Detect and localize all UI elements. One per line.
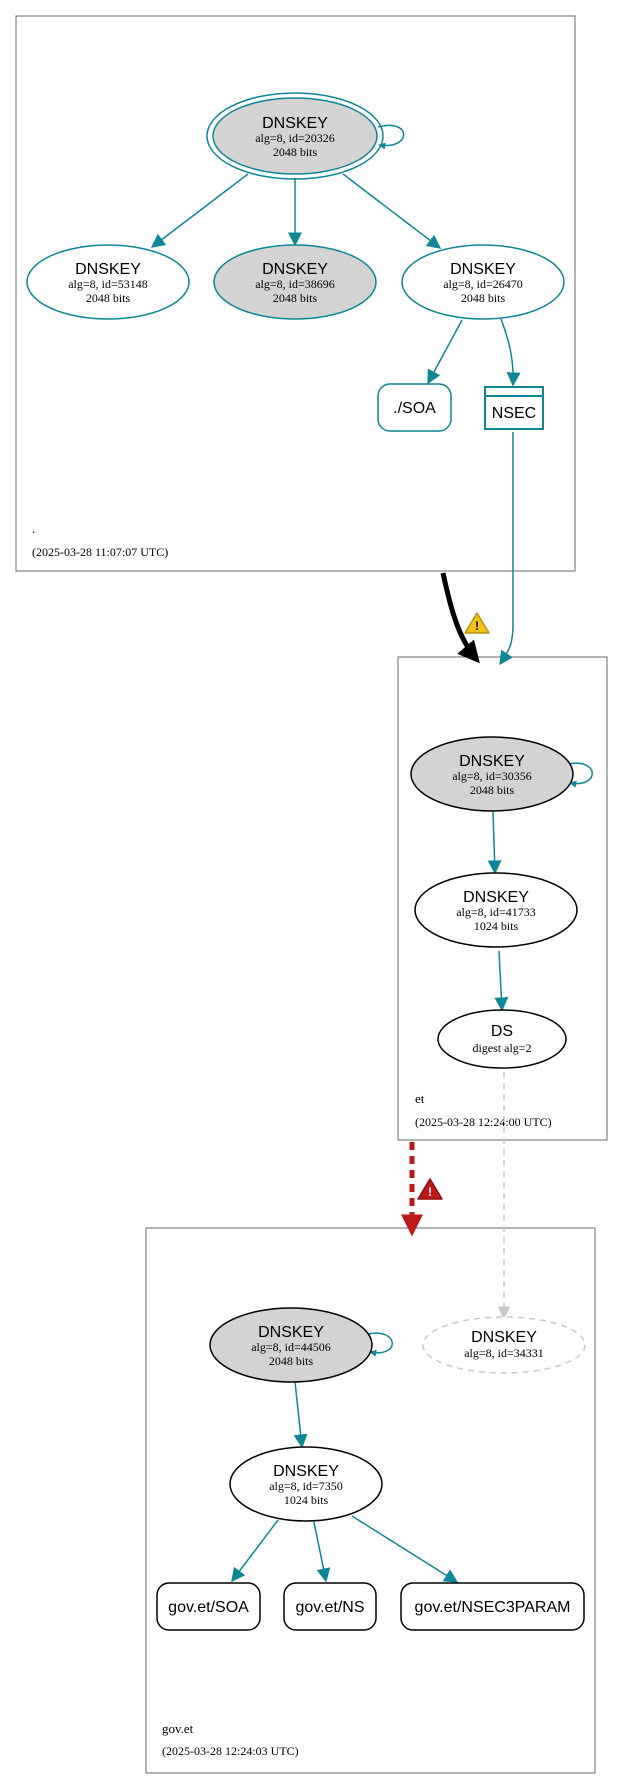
node-detail: 2048 bits [273,145,318,159]
zone-gov-et-name: gov.et [162,1721,194,1736]
edge-gov-zsk-ns [313,1521,331,1583]
edge-gov-ksk-self [367,1332,393,1357]
node-title: DNSKEY [463,889,529,906]
node-gov-ksk[interactable]: DNSKEY alg=8, id=44506 2048 bits [209,1307,373,1383]
edges [150,124,593,1583]
node-gov-ns[interactable]: gov.et/NS [283,1582,377,1631]
node-root-zsk-26470[interactable]: DNSKEY alg=8, id=26470 2048 bits [401,244,565,320]
node-title: DNSKEY [75,261,141,278]
warning-symbol: ! [475,619,479,633]
error-symbol: ! [428,1185,432,1199]
node-title: DNSKEY [459,753,525,770]
node-detail: 2048 bits [86,291,131,305]
node-detail: alg=8, id=44506 [251,1340,331,1354]
node-detail: 2048 bits [461,291,506,305]
zone-et-timestamp: (2025-03-28 12:24:00 UTC) [415,1115,552,1129]
node-title: DNSKEY [258,1324,324,1341]
zone-et-name: et [415,1091,425,1106]
node-root-zsk-38696[interactable]: DNSKEY alg=8, id=38696 2048 bits [213,244,377,320]
node-detail: alg=8, id=41733 [456,905,536,919]
zone-root-name: . [32,521,35,536]
edge-gov-zsk-nsec3param [351,1515,459,1583]
node-title: ./SOA [393,400,436,417]
node-title: DNSKEY [450,261,516,278]
zone-gov-et-timestamp: (2025-03-28 12:24:03 UTC) [162,1744,299,1758]
node-detail: alg=8, id=34331 [464,1346,544,1360]
error-icon[interactable]: ! [417,1178,443,1200]
node-detail: alg=8, id=30356 [452,769,532,783]
node-title: DS [491,1023,513,1040]
node-detail: 1024 bits [284,1493,329,1507]
node-gov-nsec3param[interactable]: gov.et/NSEC3PARAM [400,1582,585,1631]
node-title: gov.et/NS [295,1599,364,1616]
warning-icon[interactable]: ! [464,612,490,634]
edge-root-ksk-zsk1 [150,173,249,248]
node-root-ksk[interactable]: DNSKEY alg=8, id=20326 2048 bits [206,92,384,180]
edge-delegation-root-et [440,572,480,664]
node-gov-missing-key[interactable]: DNSKEY alg=8, id=34331 [422,1316,586,1374]
edge-nsec-to-et [499,432,514,666]
edge-et-ksk-zsk [487,811,502,875]
node-title: DNSKEY [471,1329,537,1346]
node-detail: alg=8, id=53148 [68,277,148,291]
node-detail: 2048 bits [269,1354,314,1368]
node-title: DNSKEY [262,261,328,278]
edge-et-zsk-ds [494,950,509,1012]
node-detail: alg=8, id=38696 [255,277,335,291]
node-title: DNSKEY [273,1463,339,1480]
node-root-nsec[interactable]: NSEC [484,386,544,430]
node-et-ds[interactable]: DS digest alg=2 [437,1009,567,1069]
node-et-ksk[interactable]: DNSKEY alg=8, id=30356 2048 bits [410,736,574,812]
edge-root-ksk-zsk3 [342,173,442,249]
edge-et-ksk-self [567,762,593,788]
node-detail: 2048 bits [273,291,318,305]
edge-gov-zsk-soa [231,1519,279,1583]
node-detail: 1024 bits [474,919,519,933]
node-title: DNSKEY [262,115,328,132]
node-detail: digest alg=2 [472,1041,531,1055]
node-title: gov.et/NSEC3PARAM [415,1599,571,1616]
node-detail: alg=8, id=7350 [269,1479,343,1493]
node-et-zsk[interactable]: DNSKEY alg=8, id=41733 1024 bits [414,872,578,948]
edge-root-zsk3-soa [427,319,463,385]
node-gov-soa[interactable]: gov.et/SOA [156,1582,261,1631]
node-root-soa[interactable]: ./SOA [377,383,452,432]
node-detail: 2048 bits [470,783,515,797]
zone-root-timestamp: (2025-03-28 11:07:07 UTC) [32,545,168,559]
node-title: gov.et/SOA [168,1599,249,1616]
edge-root-zsk3-nsec [500,318,521,387]
node-detail: alg=8, id=26470 [443,277,523,291]
edge-root-ksk-self [377,124,405,150]
node-title: NSEC [492,405,536,422]
edge-gov-ksk-zsk [293,1381,308,1449]
node-root-zsk-53148[interactable]: DNSKEY alg=8, id=53148 2048 bits [26,244,190,320]
node-gov-zsk[interactable]: DNSKEY alg=8, id=7350 1024 bits [229,1446,383,1522]
node-detail: alg=8, id=20326 [255,131,335,145]
